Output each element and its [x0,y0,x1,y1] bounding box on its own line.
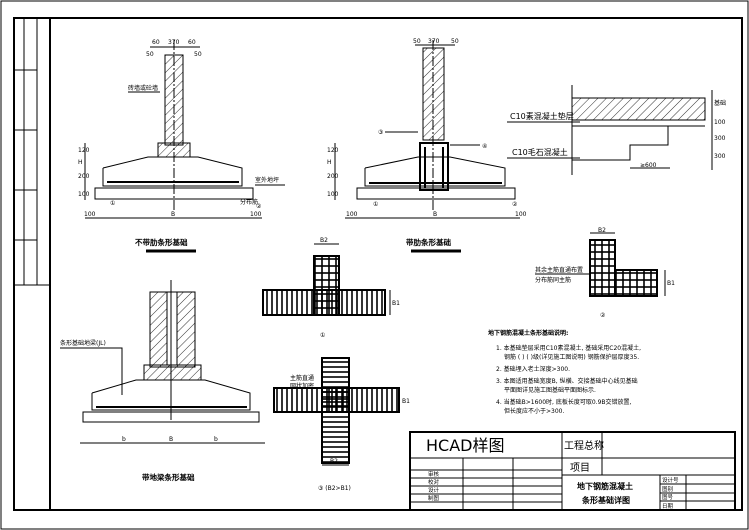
svg-text:B1: B1 [667,280,675,287]
svg-text:200: 200 [327,173,339,180]
svg-text:主筋直通: 主筋直通 [290,374,314,382]
svg-text:50: 50 [451,38,459,45]
svg-text:项目: 项目 [570,462,590,474]
svg-text:③: ③ [378,129,383,136]
svg-text:设计: 设计 [428,486,440,494]
svg-text:地下钢筋混凝土条形基础说明:: 地下钢筋混凝土条形基础说明: [488,329,568,337]
node-detail-3: 主筋直通 网状加密 B2 B1 ③ (B2>B1) [273,357,410,492]
svg-text:①: ① [320,332,325,339]
svg-text:100: 100 [714,119,726,126]
svg-text:100: 100 [346,211,358,218]
svg-text:370: 370 [168,39,180,46]
svg-text:C10素混凝土垫层: C10素混凝土垫层 [510,111,574,121]
svg-text:50: 50 [194,51,202,58]
svg-text:室外地坪: 室外地坪 [255,176,279,184]
svg-text:①: ① [373,201,378,208]
svg-text:校对: 校对 [428,478,440,486]
svg-text:地下钢筋混凝土: 地下钢筋混凝土 [577,481,633,491]
svg-text:60: 60 [188,39,196,46]
svg-text:设计号: 设计号 [662,476,679,484]
svg-text:b: b [214,436,218,443]
svg-text:B2: B2 [330,458,338,465]
svg-text:200: 200 [78,173,90,180]
svg-text:砖墙或砼墙: 砖墙或砼墙 [128,84,158,92]
svg-text:300: 300 [714,153,726,160]
drawing-name: HCAD样图 [426,436,504,455]
detail-strip-footing-no-rib: 60 370 60 50 50 砖墙或砼墙 120 H 200 100 100 … [78,39,285,253]
svg-text:100: 100 [84,211,96,218]
svg-text:制图: 制图 [428,494,440,502]
detail-strip-footing-with-rib: 50 370 50 120 H 200 100 100 B 100 ③ ④ ① … [327,38,527,253]
svg-text:其余主筋直通布置: 其余主筋直通布置 [535,266,583,274]
svg-text:300: 300 [714,135,726,142]
svg-text:100: 100 [515,211,527,218]
detail-strip-footing-with-beam: 条形基础地梁(JL) b B b 带地梁条形基础 [60,280,265,482]
svg-text:120: 120 [78,147,90,154]
title-block: HCAD样图 工程总称 项目 审核 校对 设计 制图 地下钢筋混凝土 条形基础详… [409,431,736,511]
svg-text:①: ① [110,200,115,207]
detail-title: 带肋条形基础 [406,237,451,247]
svg-text:图别: 图别 [662,485,673,493]
svg-text:50: 50 [146,51,154,58]
svg-text:60: 60 [152,39,160,46]
svg-text:100: 100 [250,211,262,218]
svg-text:B2: B2 [320,237,328,244]
cushion-layer [94,187,254,200]
svg-text:分布筋: 分布筋 [240,198,258,206]
svg-text:4. 当基础B>1600时, 底板长度可取0.9B交错放置,: 4. 当基础B>1600时, 底板长度可取0.9B交错放置, [496,398,632,406]
svg-text:工程总称: 工程总称 [564,439,604,452]
node-detail-1: B2 B1 ① [262,237,400,339]
svg-text:B: B [169,436,173,443]
detail-title: 带地梁条形基础 [142,472,195,482]
svg-text:网状加密: 网状加密 [290,382,314,390]
svg-text:H: H [78,159,83,166]
detail-title: 不带肋条形基础 [135,237,188,247]
svg-text:H: H [327,159,332,166]
svg-text:100: 100 [78,191,90,198]
svg-text:基础: 基础 [714,99,726,107]
svg-text:③ (B2>B1): ③ (B2>B1) [318,485,351,492]
svg-text:但长度应不小于>300.: 但长度应不小于>300. [504,407,564,415]
svg-text:②: ② [600,312,606,319]
svg-text:2. 基础埋入老土深度>300.: 2. 基础埋入老土深度>300. [496,365,570,373]
svg-text:审核: 审核 [428,470,440,478]
svg-text:3. 本图适用基础宽度B, 纵横、交接基础中心线见基础: 3. 本图适用基础宽度B, 纵横、交接基础中心线见基础 [496,377,638,385]
svg-text:④: ④ [482,143,487,150]
section-foundation-cushion: C10素混凝土垫层 C10毛石混凝土 ≥600 基础 100 300 300 [507,85,726,175]
svg-text:b: b [122,436,126,443]
svg-text:图号: 图号 [662,493,674,501]
svg-text:370: 370 [428,38,440,45]
svg-text:条形基础详图: 条形基础详图 [581,495,630,505]
svg-text:分布筋同主筋: 分布筋同主筋 [535,276,571,284]
svg-text:条形基础地梁(JL): 条形基础地梁(JL) [60,339,106,347]
svg-text:B: B [433,211,437,218]
svg-text:平面图详见施工图基础平面图标示.: 平面图详见施工图基础平面图标示. [504,386,596,394]
design-notes: 地下钢筋混凝土条形基础说明: 1. 本基础垫层采用C10素混凝土, 基础采用C2… [488,329,641,415]
svg-text:C10毛石混凝土: C10毛石混凝土 [512,147,568,157]
svg-text:100: 100 [327,191,339,198]
svg-text:B1: B1 [392,300,400,307]
drawing-frame [13,17,743,511]
svg-text:50: 50 [413,38,421,45]
binding-strip [14,18,51,510]
svg-text:≥600: ≥600 [640,162,657,169]
svg-text:②: ② [256,203,262,210]
node-detail-2: B2 B1 其余主筋直通布置 分布筋同主筋 ② [535,227,675,319]
svg-text:B2: B2 [598,227,606,234]
svg-text:②: ② [512,201,518,208]
svg-text:1. 本基础垫层采用C10素混凝土, 基础采用C20混凝土,: 1. 本基础垫层采用C10素混凝土, 基础采用C20混凝土, [496,344,641,352]
svg-text:B1: B1 [402,398,410,405]
svg-text:B: B [171,211,175,218]
svg-text:钢筋 ( ) ( )级(详见施工图说明) 钢筋保护层厚度35: 钢筋 ( ) ( )级(详见施工图说明) 钢筋保护层厚度35. [504,353,639,361]
svg-text:120: 120 [327,147,339,154]
svg-text:日期: 日期 [662,503,674,510]
